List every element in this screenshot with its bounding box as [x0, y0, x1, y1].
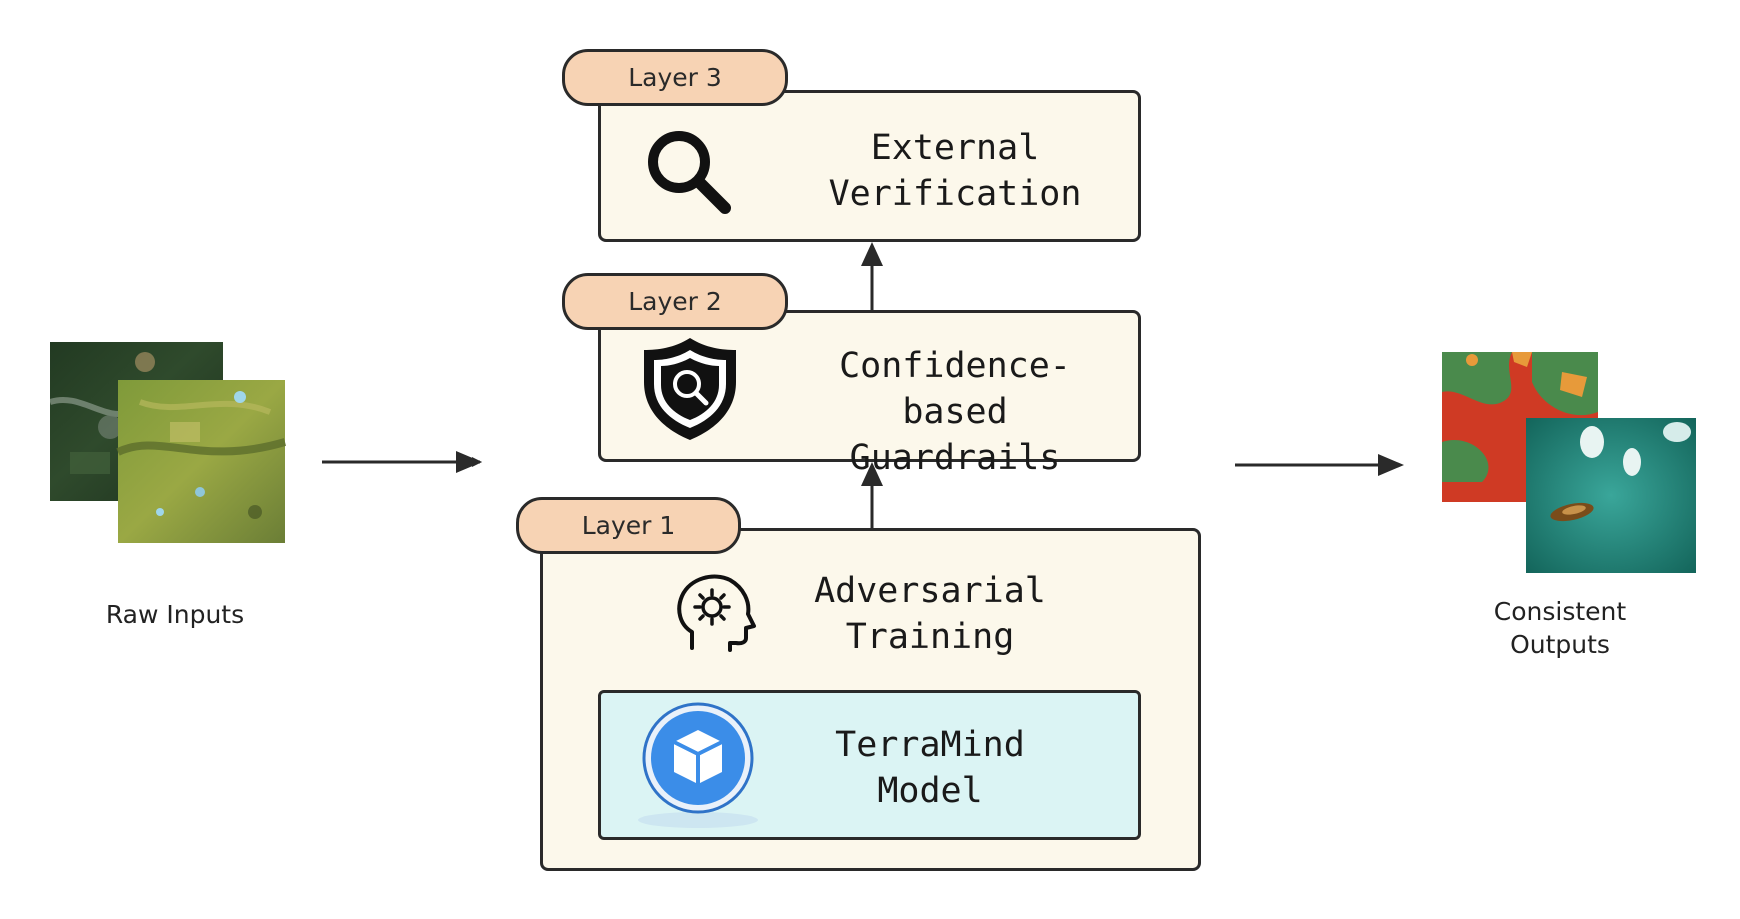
layer-3-title: External Verification	[828, 128, 1082, 214]
layer-2-title: Confidence-based Guardrails	[839, 346, 1071, 478]
layer-3-box	[598, 90, 1141, 242]
shield-search-icon	[644, 338, 736, 440]
magnifier-icon	[648, 131, 731, 214]
raw-inputs-caption: Raw Inputs	[105, 600, 245, 629]
head-gear-icon	[677, 574, 756, 652]
raw-image-false-color	[116, 380, 286, 543]
output-height-map	[1526, 418, 1696, 573]
layer-2-tab: Layer 2	[562, 273, 788, 330]
layer-3-tab: Layer 3	[562, 49, 788, 106]
cube-icon	[638, 702, 758, 828]
layer-1-tab: Layer 1	[516, 497, 741, 554]
raw-input-images	[50, 342, 286, 543]
terramind-model-title: TerraMind Model	[835, 725, 1025, 811]
layer-1-title: Adversarial Training	[814, 571, 1046, 657]
consistent-outputs-caption: Consistent Outputs	[1493, 597, 1627, 659]
output-images	[1442, 352, 1696, 573]
